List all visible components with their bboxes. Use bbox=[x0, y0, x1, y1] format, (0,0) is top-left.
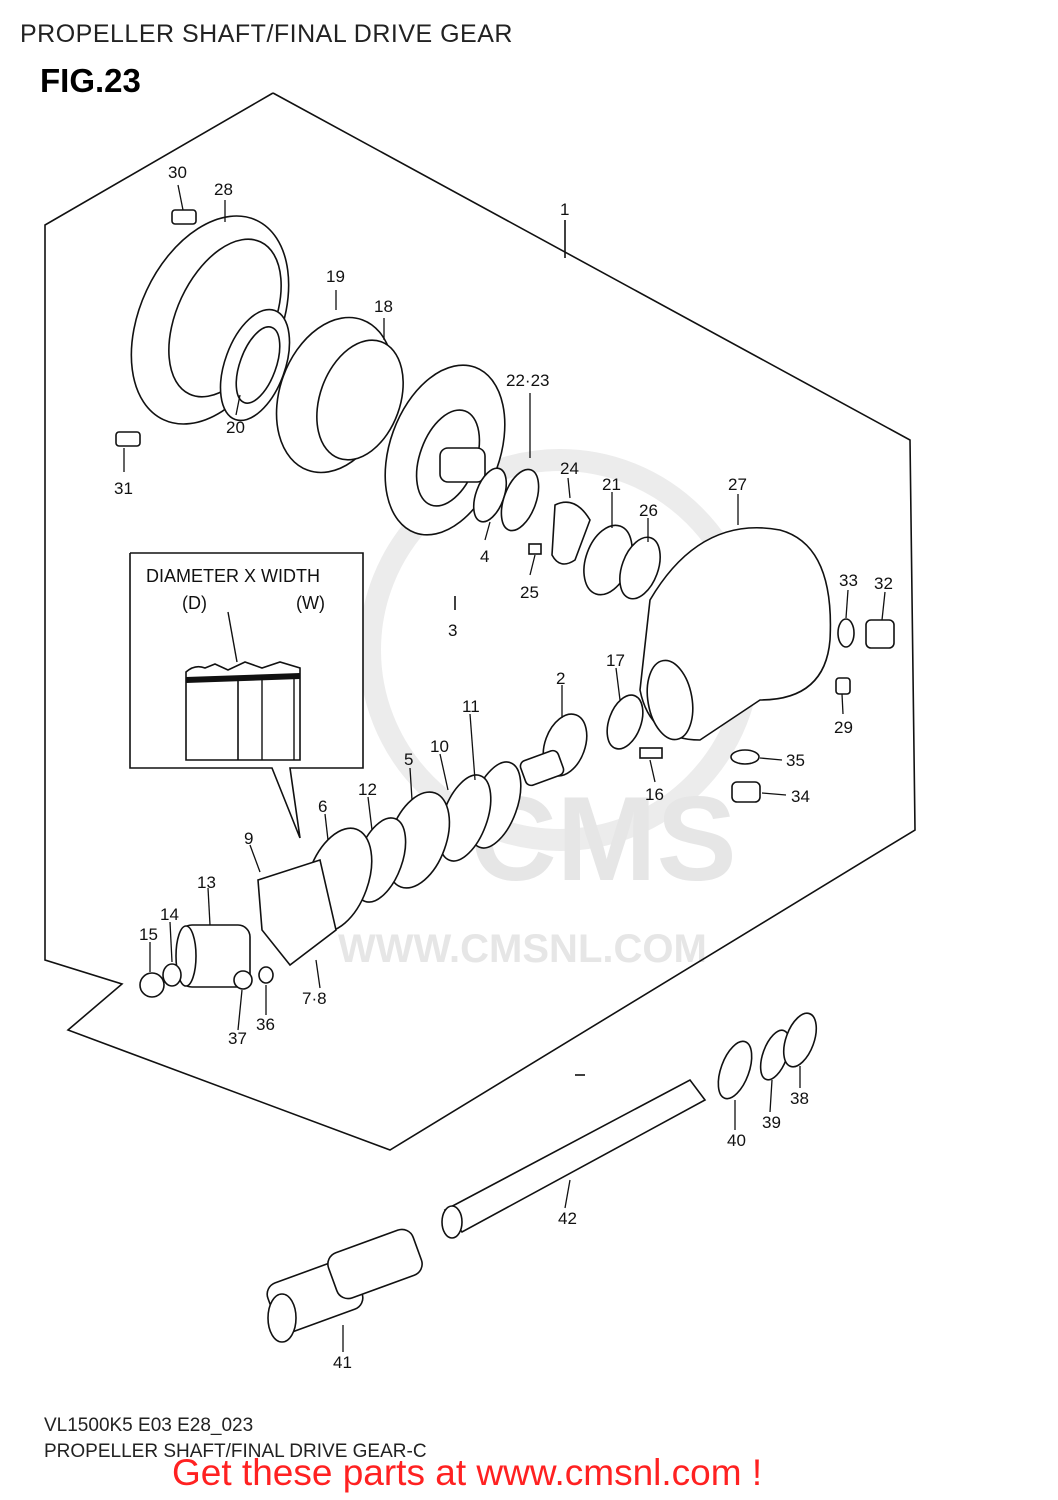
cta-link[interactable]: Get these parts at www.cmsnl.com ! bbox=[172, 1452, 763, 1493]
callout-25: 25 bbox=[520, 583, 539, 602]
part-16-bolt bbox=[639, 747, 663, 759]
inset-d-label: (D) bbox=[182, 593, 207, 613]
watermark-url: WWW.CMSNL.COM bbox=[338, 927, 707, 971]
part-29-bolt bbox=[835, 677, 851, 695]
diagram-description: PROPELLER SHAFT/FINAL DRIVE GEAR-C bbox=[44, 1441, 427, 1462]
callout-26: 26 bbox=[639, 501, 658, 520]
page-title: PROPELLER SHAFT/FINAL DRIVE GEAR bbox=[20, 20, 513, 48]
callout-39: 39 bbox=[762, 1113, 781, 1132]
part-33-gasket bbox=[837, 618, 855, 648]
part-24-stopper bbox=[551, 501, 591, 565]
assembly-boundary bbox=[44, 92, 916, 1151]
part-32-plug bbox=[865, 619, 895, 649]
callout-29: 29 bbox=[834, 718, 853, 737]
callout-34: 34 bbox=[791, 787, 810, 806]
part-22-shim bbox=[500, 468, 540, 532]
callout-5: 5 bbox=[404, 750, 413, 769]
part-35-washer bbox=[730, 749, 760, 765]
callout-27: 27 bbox=[728, 475, 747, 494]
callout-14: 14 bbox=[160, 905, 179, 924]
callout-20: 20 bbox=[226, 418, 245, 437]
callout-9: 9 bbox=[244, 829, 253, 848]
callout-30: 30 bbox=[168, 163, 187, 182]
part-25-bolt bbox=[528, 543, 542, 555]
part-30-bolt bbox=[171, 209, 197, 225]
figure-label: FIG.23 bbox=[40, 62, 141, 99]
callout-18: 18 bbox=[374, 297, 393, 316]
part-40-joint bbox=[717, 1040, 753, 1100]
callout-19: 19 bbox=[326, 267, 345, 286]
part-36-washer bbox=[258, 966, 274, 984]
callout-41: 41 bbox=[333, 1353, 352, 1372]
callout-24: 24 bbox=[560, 459, 579, 478]
part-17-bearing bbox=[606, 694, 644, 750]
inset-w-label: (W) bbox=[296, 593, 325, 613]
callout-17: 17 bbox=[606, 651, 625, 670]
callout-33: 33 bbox=[839, 571, 858, 590]
leader-lines bbox=[123, 184, 886, 1352]
callout-7-8: 7·8 bbox=[302, 989, 327, 1008]
part-14-washer bbox=[162, 963, 182, 987]
callout-numbers: 1 2 3 4 5 6 7·8 9 10 11 12 13 14 15 16 1… bbox=[114, 163, 893, 1372]
callout-35: 35 bbox=[786, 751, 805, 770]
callout-22-23: 22·23 bbox=[506, 371, 549, 390]
callout-6: 6 bbox=[318, 797, 327, 816]
callout-28: 28 bbox=[214, 180, 233, 199]
callout-21: 21 bbox=[602, 475, 621, 494]
part-34-bolt bbox=[731, 781, 761, 803]
callout-40: 40 bbox=[727, 1131, 746, 1150]
callout-15: 15 bbox=[139, 925, 158, 944]
part-37-nut bbox=[233, 970, 253, 990]
callout-1: 1 bbox=[560, 200, 569, 219]
part-9-plate bbox=[257, 858, 337, 967]
callout-36: 36 bbox=[256, 1015, 275, 1034]
callout-37: 37 bbox=[228, 1029, 247, 1048]
callout-11: 11 bbox=[462, 697, 480, 716]
callout-32: 32 bbox=[874, 574, 893, 593]
model-code: VL1500K5 E03 E28_023 bbox=[44, 1415, 254, 1436]
part-31-bolt bbox=[115, 431, 141, 447]
part-38-seal bbox=[782, 1012, 818, 1068]
callout-4: 4 bbox=[480, 547, 489, 566]
part-26-seal bbox=[619, 536, 661, 600]
callout-38: 38 bbox=[790, 1089, 809, 1108]
inset-title: DIAMETER X WIDTH bbox=[146, 566, 320, 586]
callout-2: 2 bbox=[556, 669, 565, 688]
dimension-inset: DIAMETER X WIDTH (D) (W) bbox=[129, 552, 364, 839]
callout-10: 10 bbox=[430, 737, 449, 756]
callout-16: 16 bbox=[645, 785, 664, 804]
part-3-shaft bbox=[439, 447, 486, 483]
callout-3: 3 bbox=[448, 621, 457, 640]
part-15-nut bbox=[139, 972, 165, 998]
callout-31: 31 bbox=[114, 479, 133, 498]
callout-42: 42 bbox=[558, 1209, 577, 1228]
callout-13: 13 bbox=[197, 873, 216, 892]
callout-12: 12 bbox=[358, 780, 377, 799]
